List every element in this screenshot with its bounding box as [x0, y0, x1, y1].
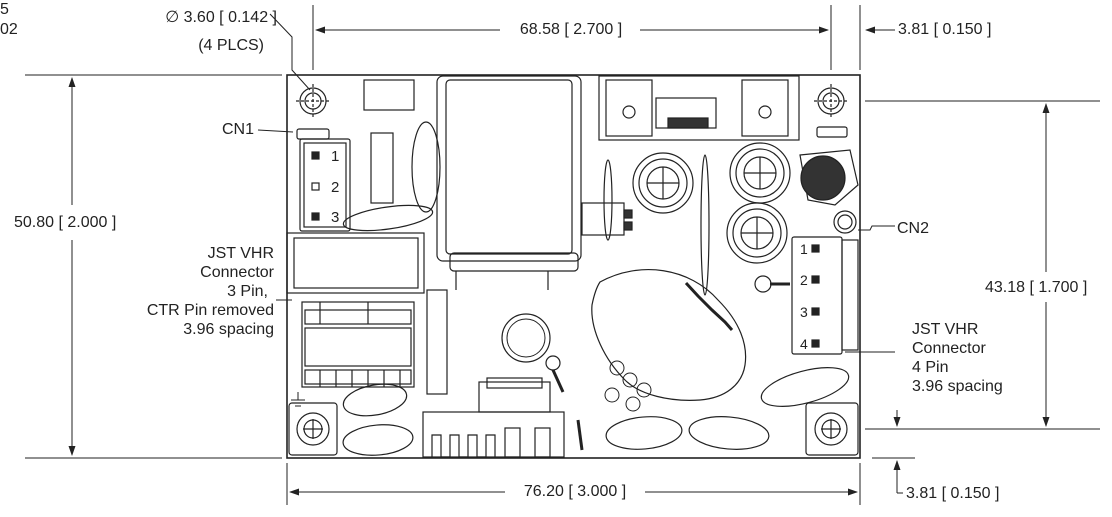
mounting-hole-tr-icon: [814, 84, 848, 118]
cn1-pin-1: 1: [331, 148, 340, 165]
cn1-note: JST VHR Connector 3 Pin, CTR Pin removed…: [147, 244, 274, 339]
board-height-dimension: 50.80 [ 2.000 ]: [14, 214, 117, 231]
cn2-pin-2: 2: [800, 272, 808, 288]
board-width-dimension: 76.20 [ 3.000 ]: [523, 483, 627, 500]
transistor-icon: [581, 202, 625, 236]
bulk-capacitor-icon: [436, 75, 582, 290]
leader-lines: [257, 13, 895, 353]
hole-count-label: (4 PLCS): [198, 37, 264, 54]
ground-icon: [291, 392, 305, 407]
capacitor-round-2-icon: [729, 142, 791, 204]
input-connector-icon: [598, 75, 800, 141]
hole-diameter-label: ∅ 3.60 [ 0.142 ]: [165, 9, 277, 26]
cn2-note-line: 4 Pin: [912, 359, 949, 376]
cn2-pin-3: 3: [800, 304, 808, 320]
cn1-pin-2: 2: [331, 179, 340, 196]
cn1-pin-3: 3: [331, 209, 340, 226]
round-capacitor-icon: [501, 313, 551, 363]
cap-oval-3-icon: [605, 416, 683, 450]
capacitor-oval-icon: [411, 121, 441, 213]
hole-span-dimension: 68.58 [ 2.700 ]: [519, 21, 623, 38]
bridge-rectifier-icon: [478, 381, 551, 413]
dimension-lines: [68, 26, 1050, 496]
cn2-note: JST VHR Connector 4 Pin 3.96 spacing: [912, 320, 1003, 396]
cn2-note-line: JST VHR: [912, 321, 979, 338]
cn1-note-line: 3.96 spacing: [183, 321, 274, 338]
cn1-note-line: JST VHR: [207, 245, 274, 262]
bottom-right-offset-dimension: 3.81 [ 0.150 ]: [906, 485, 1000, 502]
cn1-note-line: Connector: [200, 264, 274, 281]
pad-icon: [545, 355, 561, 371]
header-fragment-1: 5: [0, 1, 9, 18]
cap-oval-5-icon: [760, 367, 850, 407]
cn2-pin-4: 4: [800, 336, 808, 352]
fuse-icon: [363, 79, 415, 111]
cap-oval-1-icon: [342, 383, 408, 417]
diode-icon: [342, 204, 434, 232]
top-right-offset-dimension: 3.81 [ 0.150 ]: [898, 21, 992, 38]
cap-oval-2-icon: [342, 424, 414, 456]
cn2-pin-1: 1: [800, 241, 808, 257]
cn2-note-line: Connector: [912, 340, 986, 357]
capacitor-dark-icon: [799, 149, 859, 234]
mounting-hole-tl-icon: [296, 84, 330, 118]
cn1-label: CN1: [222, 121, 255, 138]
cn2-note-line: 3.96 spacing: [912, 378, 1003, 395]
hole-height-dimension: 43.18 [ 1.700 ]: [985, 279, 1088, 296]
header-fragment-2: 02: [0, 21, 18, 38]
resistor-block-icon: [370, 132, 394, 204]
toroid-inductor-icon: [591, 269, 747, 401]
cn1-connector-icon: [296, 128, 351, 232]
extension-lines: [25, 5, 1100, 505]
cn1-note-line: CTR Pin removed: [146, 302, 274, 319]
cn2-connector-icon: [791, 236, 859, 355]
coil-winding-icon: [604, 360, 652, 412]
mounting-hole-br-icon: [805, 402, 859, 456]
capacitor-round-1-icon: [632, 152, 694, 214]
transformer-icon: [286, 232, 448, 395]
cn2-label: CN2: [897, 220, 930, 237]
capacitor-round-3-icon: [726, 202, 788, 264]
mounting-hole-bl-icon: [288, 402, 338, 456]
cn1-note-line: 3 Pin,: [227, 283, 268, 300]
cap-oval-4-icon: [688, 416, 770, 450]
heatsink-icon: [422, 411, 565, 458]
